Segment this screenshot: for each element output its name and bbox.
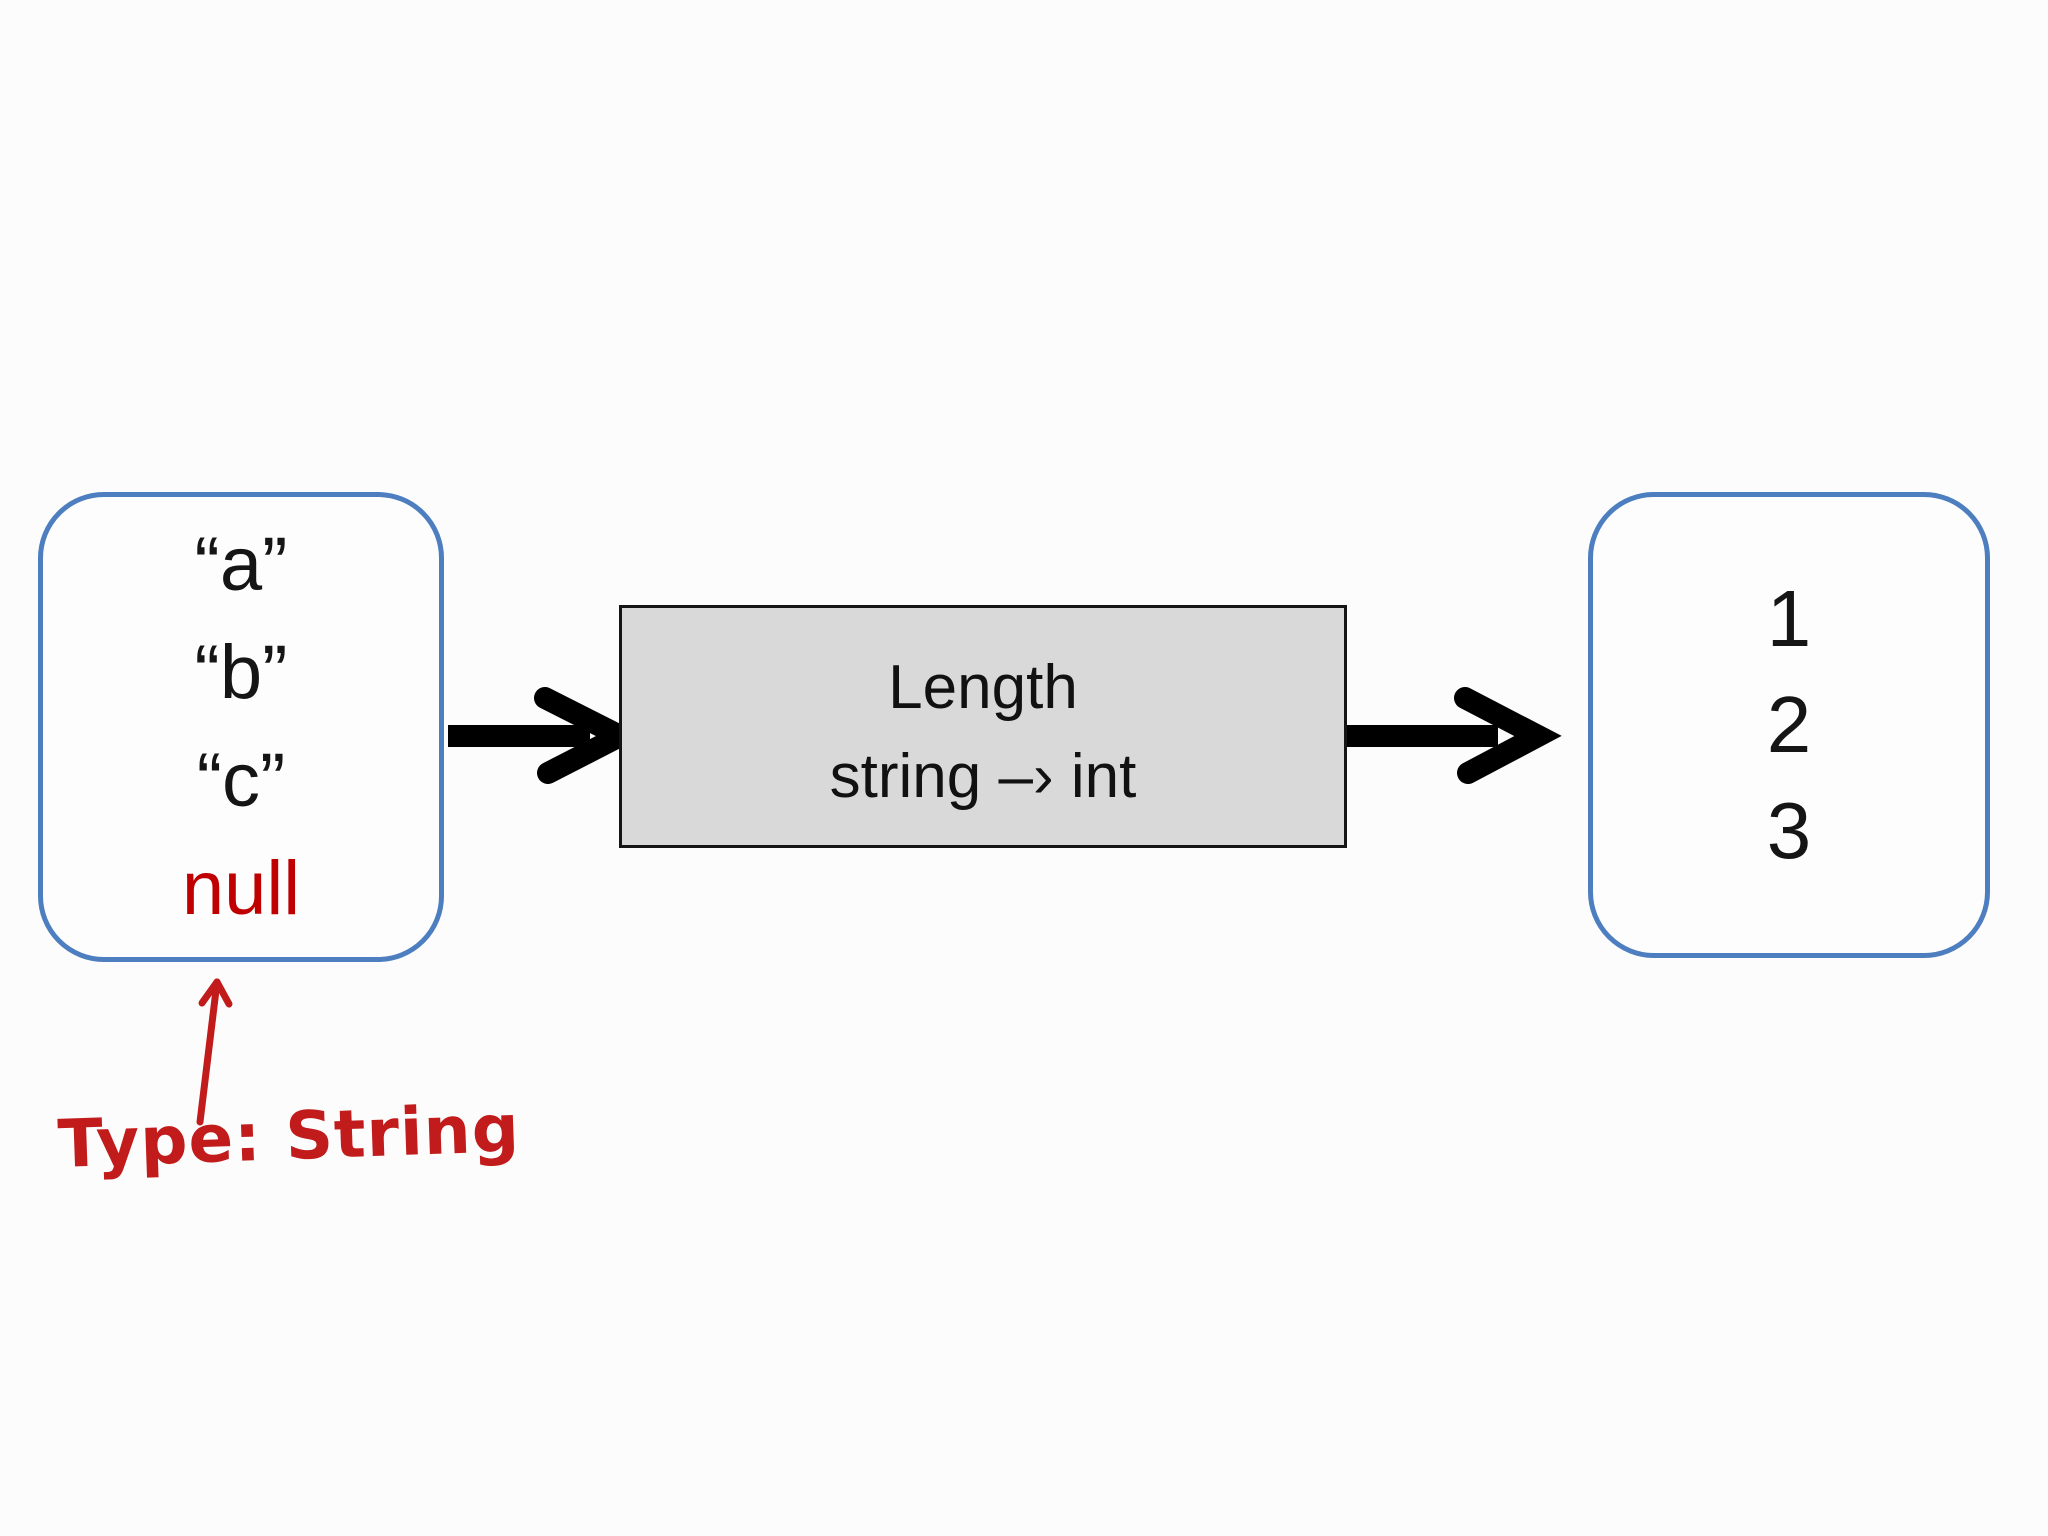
output-int-list-box: 1 2 3	[1588, 492, 1990, 958]
function-name: Length	[888, 652, 1078, 722]
input-value: “c”	[196, 738, 286, 823]
input-value: “b”	[194, 630, 288, 715]
output-value: 1	[1766, 574, 1812, 663]
function-signature: string –› int	[829, 741, 1137, 811]
flow-arrow-input-to-function-icon	[448, 687, 645, 784]
type-annotation-label: Type: String	[56, 1089, 522, 1183]
annotation-arrow-icon	[196, 978, 233, 1126]
length-function-box: Length string –› int	[619, 605, 1347, 848]
flow-arrow-function-to-output-icon	[1347, 687, 1562, 784]
input-string-list-box: “a” “b” “c” null	[38, 492, 444, 962]
input-value: “a”	[194, 522, 288, 607]
output-value: 3	[1766, 786, 1812, 875]
output-value: 2	[1766, 680, 1812, 769]
input-null-value: null	[181, 846, 301, 931]
